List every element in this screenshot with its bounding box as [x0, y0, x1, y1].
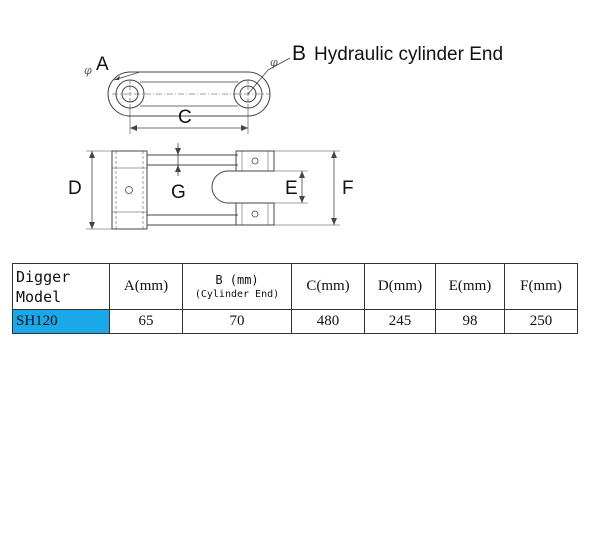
value-a: 65: [109, 309, 183, 334]
header-a: A(mm): [109, 263, 183, 310]
label-d: D: [68, 178, 82, 199]
label-a: A: [96, 54, 109, 75]
value-c: 480: [291, 309, 365, 334]
left-block: [111, 150, 148, 230]
label-e: E: [285, 178, 298, 199]
header-c: C(mm): [291, 263, 365, 310]
value-f: 250: [504, 309, 578, 334]
top-view: [107, 57, 291, 134]
table-row: SH120 65 70 480 245 98 250: [12, 309, 578, 334]
spec-table: Digger Model A(mm) B (mm) (Cylinder End)…: [12, 263, 578, 334]
header-b-main: B (mm): [215, 272, 259, 287]
link-inner-band: [140, 81, 238, 107]
header-b: B (mm) (Cylinder End): [182, 263, 292, 310]
model-header-line2: Model: [16, 287, 62, 306]
b-leader: [267, 57, 291, 71]
model-cell: SH120: [12, 309, 110, 334]
upper-right-block: [235, 150, 275, 172]
value-d: 245: [364, 309, 436, 334]
model-header-line1: Digger: [16, 267, 71, 286]
value-e: 98: [435, 309, 505, 334]
label-b: B: [292, 42, 306, 65]
phi-b-symbol: φ: [270, 56, 278, 69]
header-e: E(mm): [435, 263, 505, 310]
lower-right-block: [235, 202, 275, 226]
header-f: F(mm): [504, 263, 578, 310]
label-b-text: Hydraulic cylinder End: [314, 44, 503, 65]
technical-drawing: A φ B Hydraulic cylinder End φ C: [68, 42, 503, 230]
header-d: D(mm): [364, 263, 436, 310]
u-loop: [211, 170, 236, 204]
model-header: Digger Model: [12, 263, 110, 310]
phi-a-symbol: φ: [84, 64, 92, 77]
label-g: G: [171, 182, 186, 203]
label-f: F: [342, 178, 354, 199]
header-b-sub: (Cylinder End): [194, 288, 280, 300]
side-view: [86, 143, 340, 230]
label-c: C: [178, 107, 192, 128]
left-block-bolt: [125, 186, 133, 194]
value-b: 70: [182, 309, 292, 334]
table-header-row: Digger Model A(mm) B (mm) (Cylinder End)…: [12, 263, 578, 310]
